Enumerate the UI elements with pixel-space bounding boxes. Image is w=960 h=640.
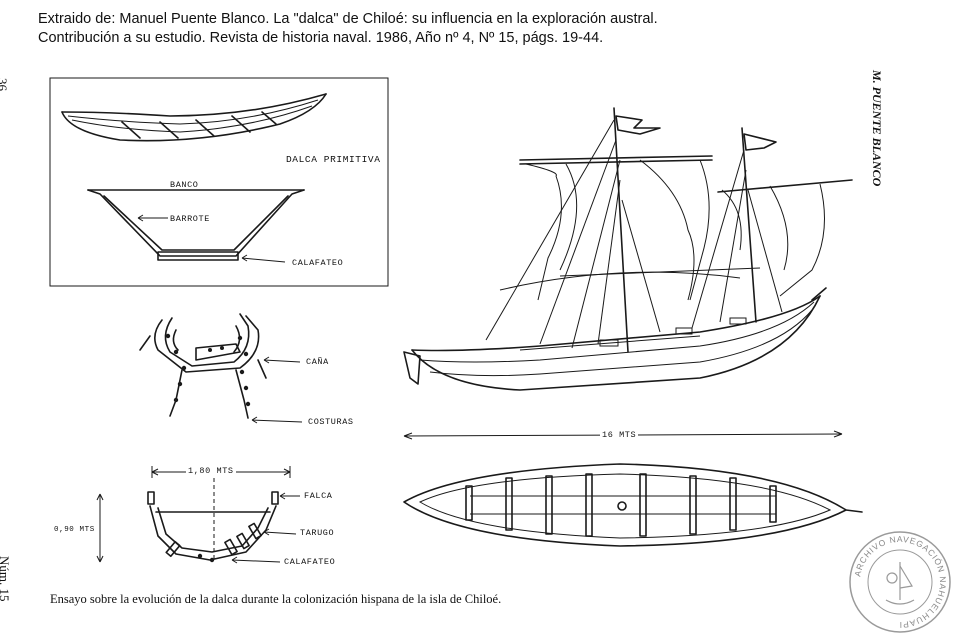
- sailing-dalca-drawing: [403, 107, 853, 440]
- seal-emblem-icon: [885, 562, 915, 605]
- label-primitive-title: DALCA PRIMITIVA: [286, 154, 381, 165]
- label-width: 1,80 MTS: [186, 466, 236, 476]
- label-falca: FALCA: [304, 491, 333, 501]
- label-calafateo-bottom: CALAFATEO: [284, 557, 336, 567]
- stitch-marks: [165, 333, 251, 407]
- citation-line-1: Extraido de: Manuel Puente Blanco. La "d…: [38, 11, 658, 27]
- label-length: 16 MTS: [600, 430, 639, 440]
- label-height: 0,90 MTS: [54, 526, 95, 534]
- label-calafateo-top: CALAFATEO: [292, 258, 344, 268]
- dalca-plan-view: [403, 463, 863, 547]
- primitive-dalca-panel: [49, 77, 389, 287]
- tarugo-marks: [165, 522, 262, 563]
- figure-caption: Ensayo sobre la evolución de la dalca du…: [50, 592, 502, 606]
- label-banco: BANCO: [170, 180, 199, 190]
- citation-header: Extraido de: Manuel Puente Blanco. La "d…: [38, 10, 658, 48]
- later-section-drawing: [96, 466, 300, 564]
- label-barrote: BARROTE: [170, 214, 210, 224]
- citation-line-2: Contribución a su estudio. Revista de hi…: [38, 30, 604, 46]
- label-tarugo: TARUGO: [300, 528, 335, 538]
- label-cana: CAÑA: [306, 357, 329, 367]
- sewn-section-drawing: [139, 313, 303, 424]
- label-costuras: COSTURAS: [308, 417, 354, 427]
- archive-seal: ARCHIVO NAVEGACIÓN NAHUELHUAPI: [849, 531, 951, 633]
- plan-thwarts: [465, 473, 777, 537]
